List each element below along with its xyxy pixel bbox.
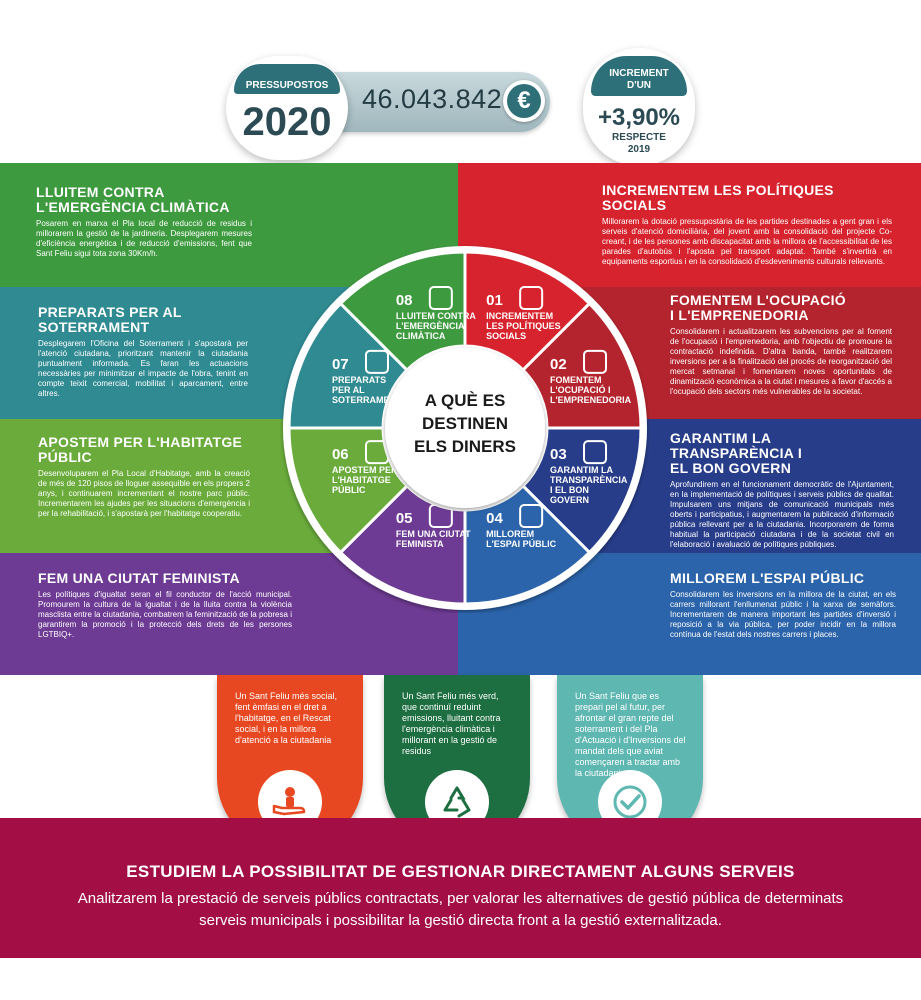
wheel-segment-label: INCREMENTEM <box>486 311 553 321</box>
center-line-1: A QUÈ ES <box>425 391 506 410</box>
wheel-segment-label: PÚBLIC <box>332 484 366 495</box>
panel-transparency-text: Aprofundirem en el funcionament democràt… <box>670 480 894 549</box>
wheel-center <box>385 348 545 508</box>
panel-public-space-title: MILLOREM L'ESPAI PÚBLIC <box>670 570 865 586</box>
panel-social-title: INCREMENTEM LES POLÍTIQUES SOCIALS <box>602 182 834 213</box>
wheel-segment-label: CLIMÀTICA <box>396 331 446 341</box>
wheel-segment-label: L'EMERGÈNCIA <box>396 321 465 331</box>
monitor-chart-icon <box>583 349 608 374</box>
wheel-segment-label: LLUITEM CONTRA <box>396 311 476 321</box>
increase-badge: INCREMENT D'UN +3,90% RESPECTE 2019 <box>583 48 695 166</box>
center-line-3: ELS DINERS <box>414 437 516 456</box>
wheel-segment-label: SOTERRAMENT <box>332 395 402 405</box>
wheel-segment-label: FOMENTEM <box>550 375 602 385</box>
wheel-segment-label: TRANSPARÈNCIA <box>550 475 628 485</box>
wheel-segment-label: PREPARATS <box>332 375 386 385</box>
building-icon <box>364 440 389 465</box>
wheel-segment-label: L'ESPAI PÚBLIC <box>486 538 556 549</box>
direct-management-band: ESTUDIEM LA POSSIBILITAT DE GESTIONAR DI… <box>0 818 921 958</box>
wheel-segment-label: GARANTIM LA <box>550 465 613 475</box>
wheel-segment-number: 07 <box>332 356 349 373</box>
magnifier-icon <box>583 440 608 465</box>
wheel-segment-06 <box>287 426 410 555</box>
wheel-segment-01 <box>463 250 592 373</box>
pillar-green-text: Un Sant Feliu més verd, que continuï red… <box>402 691 501 756</box>
year-badge: PRESSUPOSTOS 2020 <box>226 56 348 160</box>
panel-feminist: FEM UNA CIUTAT FEMINISTA Les polítiques … <box>0 553 458 675</box>
recycle-icon <box>428 285 453 310</box>
increase-reference: RESPECTE 2019 <box>612 132 666 155</box>
increase-value: +3,90% <box>597 104 681 131</box>
euro-icon: € <box>507 84 541 118</box>
wheel-segment-label: I EL BON <box>550 485 589 495</box>
wheel-segment-number: 03 <box>550 446 567 463</box>
wheel-segment-label: L'HABITATGE <box>332 475 391 485</box>
budget-amount: 46.043.842 <box>362 84 503 114</box>
wheel-segment-label: L'OCUPACIÓ I <box>550 384 610 395</box>
wheel-segment-04 <box>463 483 592 606</box>
increase-label: INCREMENT D'UN <box>609 68 669 91</box>
panel-employment-text: Consolidarem i actualitzarem les subvenc… <box>670 327 892 396</box>
bench-tree-icon <box>519 504 544 529</box>
panel-feminist-title: FEM UNA CIUTAT FEMINISTA <box>38 570 240 586</box>
wheel-segment-label: MILLOREM <box>486 529 534 539</box>
wheel-segment-label: PER AL <box>332 385 365 395</box>
wheel-segment-number: 04 <box>486 510 503 527</box>
wheel-segment-number: 06 <box>332 446 349 463</box>
wheel-segment-label: L'EMPRENEDORIA <box>550 395 632 405</box>
center-line-2: DESTINEN <box>422 414 508 433</box>
wheel-segment-label: GOVERN <box>550 495 589 505</box>
panel-housing-text: Desenvoluparem el Pla Local d'Habitatge,… <box>38 469 250 518</box>
wheel-segment-02 <box>520 301 643 430</box>
band-text: Analitzarem la prestació de serveis públ… <box>77 890 844 929</box>
panel-undergrounding-text: Desplegarem l'Oficina del Soterrament i … <box>38 339 248 398</box>
panel-feminist-text: Les polítiques d'igualtat seran el fil c… <box>38 590 292 639</box>
wheel-segment-label: LES POLÍTIQUES <box>486 321 561 331</box>
budget-year: 2020 <box>242 100 332 144</box>
hand-person-icon <box>519 285 544 310</box>
panel-climate-text: Posarem en marxa el Pla local de reducci… <box>36 219 252 258</box>
wheel-segment-07 <box>287 301 410 430</box>
wheel-segment-label: APOSTEM PER <box>332 465 398 475</box>
wheel-segment-label: FEMINISTA <box>396 539 444 549</box>
panel-social: INCREMENTEM LES POLÍTIQUES SOCIALS Millo… <box>458 163 921 287</box>
wheel-segment-number: 02 <box>550 356 567 373</box>
euro-badge: € <box>503 80 545 122</box>
wheel-segment-number: 08 <box>396 292 413 309</box>
train-icon <box>364 349 389 374</box>
female-symbol-icon <box>428 504 453 529</box>
wheel-segment-number: 01 <box>486 292 503 309</box>
wheel-segment-08 <box>338 250 467 373</box>
panel-public-space-text: Consolidarem les inversions en la millor… <box>670 590 896 639</box>
wheel-segment-03 <box>520 426 643 555</box>
wheel-segment-number: 05 <box>396 510 413 527</box>
panel-social-text: Millorarem la dotació pressupostària de … <box>602 217 892 266</box>
band-title: ESTUDIEM LA POSSIBILITAT DE GESTIONAR DI… <box>126 862 795 881</box>
wheel-segment-label: SOCIALS <box>486 331 526 341</box>
wheel-segment-label: FEM UNA CIUTAT <box>396 529 471 539</box>
pillar-future-text: Un Sant Feliu que es prepari pel al futu… <box>575 691 686 778</box>
budget-label: PRESSUPOSTOS <box>245 80 329 91</box>
pillar-social-text: Un Sant Feliu més social, fent èmfasi en… <box>235 691 338 745</box>
